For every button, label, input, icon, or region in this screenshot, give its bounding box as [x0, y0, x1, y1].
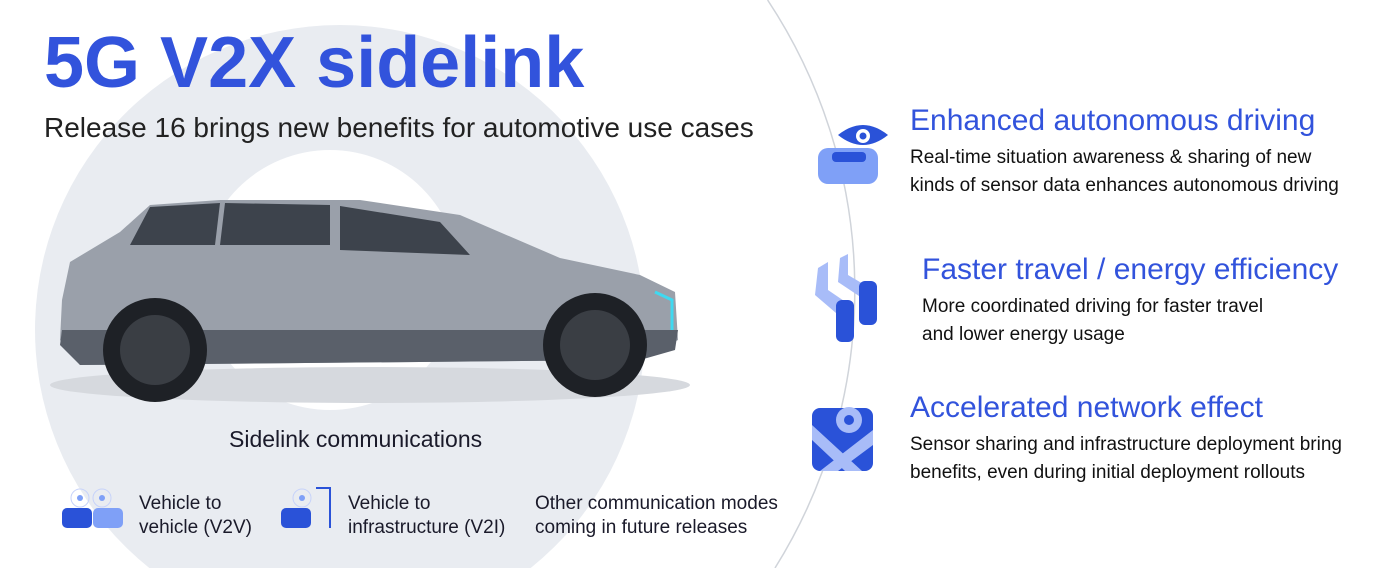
map-pin-icon	[812, 407, 873, 471]
page-title: 5G V2X sidelink	[44, 23, 585, 103]
benefit-network: Accelerated network effect Sensor sharin…	[910, 391, 1342, 487]
benefit-autonomous: Enhanced autonomous driving Real-time si…	[910, 104, 1339, 200]
page-subtitle: Release 16 brings new benefits for autom…	[44, 112, 754, 143]
sidelink-label: Sidelink communications	[229, 426, 483, 452]
benefit-heading: Accelerated network effect	[910, 391, 1263, 424]
benefit-description: Sensor sharing and infrastructure deploy…	[910, 434, 1342, 483]
benefit-efficiency: Faster travel / energy efficiency More c…	[922, 253, 1338, 349]
v2v-cars-icon	[62, 488, 123, 528]
benefit-description: More coordinated driving for faster trav…	[922, 296, 1264, 345]
v2i-car-streetlight-icon	[281, 487, 331, 528]
benefit-description: Real-time situation awareness & sharing …	[910, 147, 1339, 196]
benefit-heading: Enhanced autonomous driving	[910, 104, 1316, 137]
car-eye-icon	[818, 125, 888, 184]
benefit-heading: Faster travel / energy efficiency	[922, 253, 1339, 286]
car-image	[50, 200, 690, 403]
cars-lanes-icon	[815, 254, 877, 342]
